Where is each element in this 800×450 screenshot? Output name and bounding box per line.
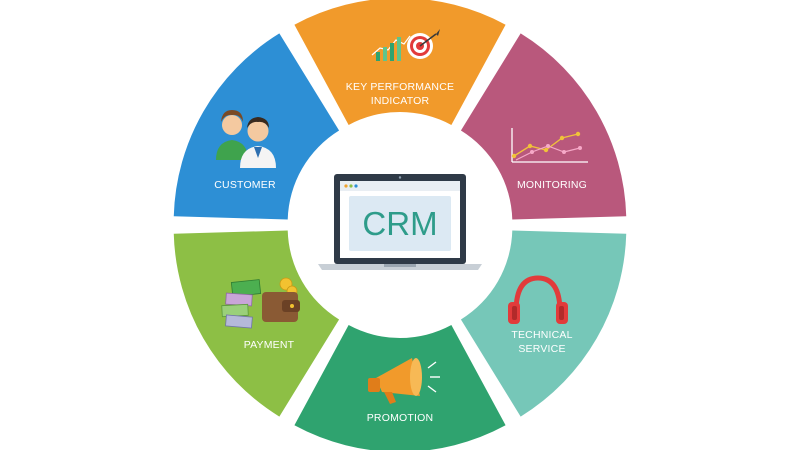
headphones-icon bbox=[508, 275, 568, 324]
segment-technical bbox=[460, 230, 627, 417]
segment-label-payment: PAYMENT bbox=[243, 339, 295, 351]
target-chart-icon bbox=[371, 29, 440, 61]
segment-payment bbox=[173, 230, 340, 417]
segment-label-technical-service: TECHNICAL SERVICE bbox=[511, 329, 573, 355]
people-icon bbox=[216, 110, 276, 168]
segment-label-promotion: PROMOTION bbox=[366, 412, 434, 424]
crm-screen-text: CRM bbox=[362, 205, 437, 242]
segment-kpi bbox=[294, 0, 506, 125]
segment-label-customer: CUSTOMER bbox=[214, 179, 276, 191]
line-chart-icon bbox=[511, 128, 588, 163]
segment-label-kpi: KEY PERFORMANCE INDICATOR bbox=[345, 81, 455, 107]
segment-label-monitoring: MONITORING bbox=[516, 179, 588, 191]
megaphone-icon bbox=[368, 358, 440, 404]
wallet-money-icon bbox=[221, 277, 300, 329]
laptop-icon: CRM bbox=[318, 174, 482, 270]
segment-monitoring bbox=[460, 33, 627, 220]
